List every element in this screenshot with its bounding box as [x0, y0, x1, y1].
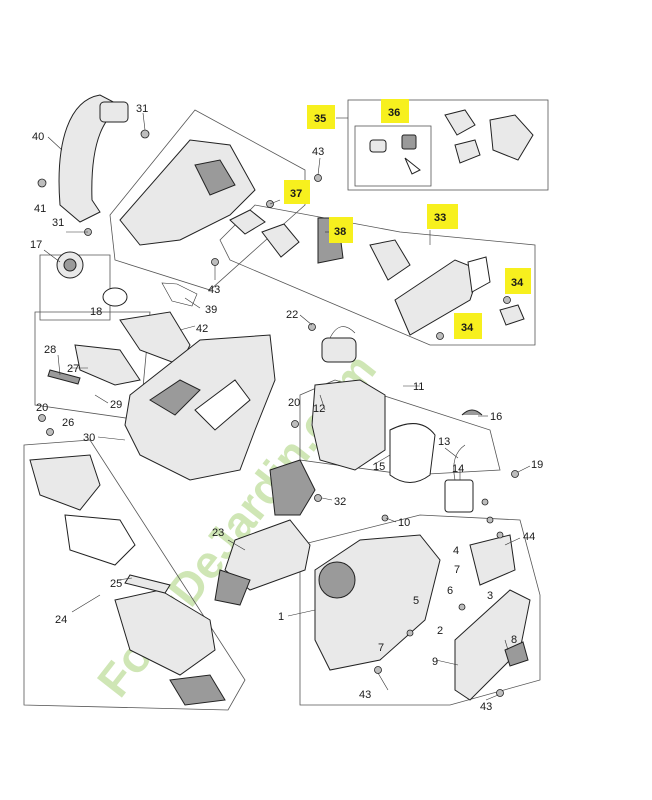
part-trigger-group-33	[229, 209, 525, 336]
callout-10: 10	[398, 517, 410, 529]
callout-32: 32	[334, 496, 346, 508]
callout-13: 13	[438, 436, 450, 448]
callout-40: 40	[32, 131, 44, 143]
part-screws	[37, 129, 519, 697]
part-housing-top-38	[119, 139, 256, 246]
callout-7a: 7	[454, 564, 460, 576]
callout-23: 23	[212, 527, 224, 539]
callout-41: 41	[34, 203, 46, 215]
highlight-box-36	[381, 99, 409, 123]
callout-43b: 43	[208, 284, 220, 296]
callout-5: 5	[413, 595, 419, 607]
callout-35: 35	[314, 113, 326, 125]
highlight-boxes	[284, 99, 531, 339]
callout-3: 3	[487, 590, 493, 602]
part-oil-cap-17	[56, 251, 128, 307]
callout-30: 30	[83, 432, 95, 444]
part-handle-40	[58, 94, 129, 223]
part-cable-39	[161, 282, 198, 307]
part-switch-assembly-36	[369, 109, 534, 175]
group-frames	[23, 99, 549, 711]
callout-4: 4	[453, 545, 459, 557]
highlight-box-33	[427, 204, 458, 229]
callout-19: 19	[531, 459, 543, 471]
callout-44: 44	[523, 531, 535, 543]
callout-34b: 34	[461, 322, 474, 334]
callout-31b: 31	[52, 217, 64, 229]
callout-16: 16	[490, 411, 502, 423]
callout-33: 33	[434, 212, 446, 224]
callout-43c: 43	[359, 689, 371, 701]
leader-lines	[43, 112, 531, 701]
callout-43a: 43	[312, 146, 324, 158]
callout-17: 17	[30, 239, 42, 251]
callout-34a: 34	[511, 277, 524, 289]
highlight-box-35	[307, 105, 335, 129]
part-connector-16	[461, 409, 483, 416]
highlight-box-34b	[454, 313, 482, 339]
callout-38: 38	[334, 226, 346, 238]
callout-20b: 20	[288, 397, 300, 409]
part-side-cover-9	[454, 589, 531, 701]
callout-labels: 1 2 3 4 5 6 7 7 8 9 10 11 12 13 14 15 16…	[30, 103, 543, 713]
callout-28: 28	[44, 344, 56, 356]
callout-22: 22	[286, 309, 298, 321]
callout-1: 1	[278, 611, 284, 623]
callout-24: 24	[55, 614, 67, 626]
part-main-housing-30	[124, 334, 276, 481]
part-gear-housing-1	[314, 534, 441, 671]
callout-39: 39	[205, 304, 217, 316]
callout-18: 18	[90, 306, 102, 318]
callout-6: 6	[447, 585, 453, 597]
callout-12: 12	[313, 403, 325, 415]
highlight-box-38	[329, 217, 353, 243]
part-battery-cover-24	[29, 454, 226, 706]
callout-31a: 31	[136, 103, 148, 115]
callout-27: 27	[67, 363, 79, 375]
callout-20a: 20	[36, 402, 48, 414]
part-battery-14	[444, 444, 474, 513]
callout-11: 11	[413, 381, 424, 393]
part-cable-22	[321, 326, 357, 363]
part-link-25	[124, 574, 171, 594]
callout-15: 15	[373, 461, 385, 473]
callout-37: 37	[290, 188, 302, 200]
part-lever-28	[47, 344, 141, 386]
callout-14: 14	[452, 463, 464, 475]
highlight-box-37	[284, 180, 310, 204]
part-motor-23	[214, 459, 316, 606]
callout-42: 42	[196, 323, 208, 335]
part-cover-plate-44	[469, 534, 516, 586]
callout-25: 25	[110, 578, 122, 590]
callout-8: 8	[511, 634, 517, 646]
callout-36: 36	[388, 107, 400, 119]
callout-9: 9	[432, 656, 438, 668]
callout-7b: 7	[378, 642, 384, 654]
highlight-box-34a	[505, 268, 531, 294]
callout-43d: 43	[480, 701, 492, 713]
callout-2: 2	[437, 625, 443, 637]
callout-29: 29	[110, 399, 122, 411]
callout-26: 26	[62, 417, 74, 429]
part-motor-cover-11	[311, 379, 436, 483]
